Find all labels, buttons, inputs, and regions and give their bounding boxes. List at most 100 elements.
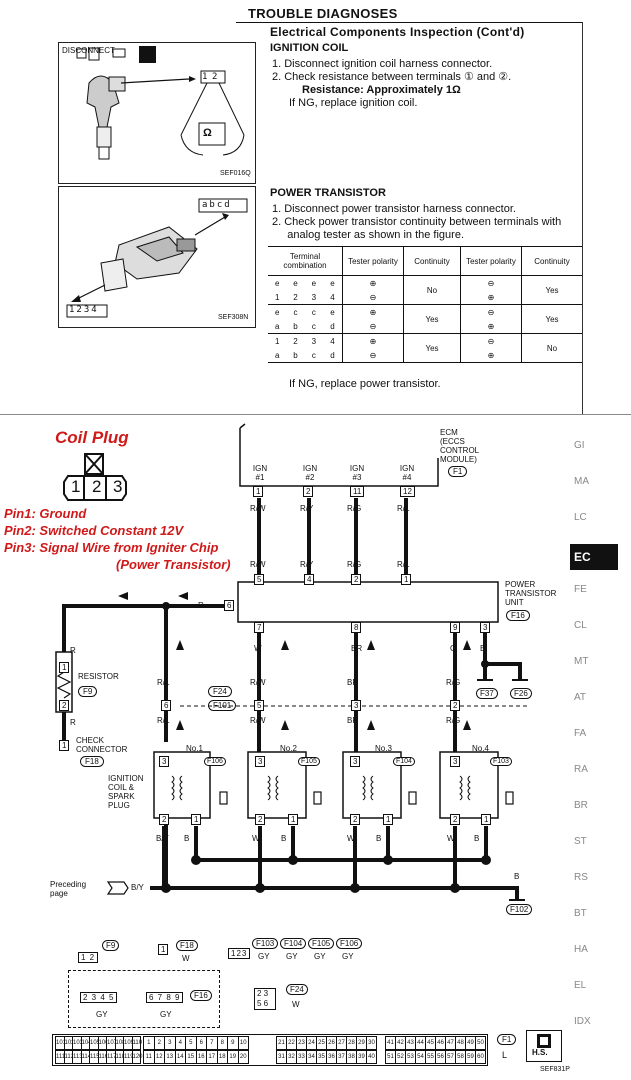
pt-step-2-cont: analog tester as shown in the figure. <box>272 229 465 241</box>
coil-pin-1: 1 <box>191 814 202 825</box>
polarity-2-top: ⊖ <box>460 333 522 348</box>
pt-bottom-pin: 9 <box>450 622 461 633</box>
c-f16-color-a: GY <box>96 1010 108 1019</box>
coil-connector-ref: F105 <box>298 757 320 766</box>
ground-ref-f26: F26 <box>510 688 532 699</box>
side-tab-item[interactable]: MT <box>574 656 589 667</box>
col-header-polarity-2: Tester polarity <box>460 246 522 276</box>
coil-connector-ref: F104 <box>393 757 415 766</box>
c-f16-pins-b: 6 7 8 9 <box>146 992 184 1003</box>
coil-pin-2: 2 <box>350 814 361 825</box>
side-tab-item[interactable]: MA <box>574 476 589 487</box>
side-tab-item[interactable]: AT <box>574 692 587 703</box>
c-coil-color: GY <box>342 952 354 961</box>
continuity-2-cell: Yes <box>545 314 559 324</box>
power-transistor-heading: POWER TRANSISTOR <box>270 187 386 199</box>
coil-pin-2: 2 <box>159 814 170 825</box>
f1-pin: 30 <box>366 1036 377 1050</box>
check-connector-pin: 1 <box>59 740 70 751</box>
joint-in-color: R/G <box>446 678 461 687</box>
terminal-bottom-cell: 4 <box>323 290 344 305</box>
side-tab-item[interactable]: BT <box>574 908 587 919</box>
terminal-top-cell: e <box>323 304 344 319</box>
coil-pin-1: 1 <box>383 814 394 825</box>
ignition-coil-figure <box>58 42 256 184</box>
page-title: TROUBLE DIAGNOSES <box>248 6 398 21</box>
f1-color: L <box>502 1050 508 1060</box>
f1-pin: 50 <box>475 1036 486 1050</box>
polarity-1-bottom: ⊖ <box>342 319 404 334</box>
joint-out-color: R/W <box>250 716 266 725</box>
polarity-1-bottom: ⊖ <box>342 290 404 305</box>
joint-out-color: R/L <box>157 716 170 725</box>
side-tab-item[interactable]: GI <box>574 440 585 451</box>
coil-connector-ref: F103 <box>490 757 512 766</box>
coil-pin-3: 3 <box>450 756 461 767</box>
side-tab-item[interactable]: HA <box>574 944 588 955</box>
pin1-note: Pin1: Ground <box>4 506 87 521</box>
terminal-bottom-cell: 1 <box>274 292 280 302</box>
joint-pin: 5 <box>254 700 265 711</box>
side-tab-item[interactable]: BR <box>574 800 588 811</box>
coil-pin-1: 1 <box>288 814 299 825</box>
joint-pin: 2 <box>450 700 461 711</box>
resistor-wire-color-bottom: R <box>70 718 76 727</box>
coil-pin-3: 3 <box>255 756 266 767</box>
polarity-2-bottom: ⊕ <box>460 319 522 334</box>
joint-connector-ref-b: F101 <box>208 700 237 711</box>
side-tab-item[interactable]: RA <box>574 764 588 775</box>
ecm-pin: 2 <box>303 486 314 497</box>
terminal-bottom-cell: b <box>293 321 298 331</box>
ignition-coil-heading: IGNITION COIL <box>270 42 349 54</box>
ecm-wire-color: R/L <box>397 504 410 513</box>
coil-fig-terminal-1: 1 <box>202 72 208 82</box>
preceding-wire-color: B/Y <box>131 883 144 892</box>
polarity-2-top: ⊖ <box>460 275 522 290</box>
joint-out-color: R/G <box>446 716 461 725</box>
c-coil-color: GY <box>258 952 270 961</box>
polarity-1-bottom: ⊖ <box>342 348 404 363</box>
terminal-bottom-cell: d <box>323 319 344 334</box>
terminal-bottom-cell: c <box>311 350 316 360</box>
side-tab-item[interactable]: LC <box>574 512 587 523</box>
c-f18-ref: F18 <box>176 940 198 951</box>
ecm-wire-color: R/G <box>347 504 362 513</box>
coil-name: No.1 <box>186 744 203 753</box>
c-f18-color: W <box>182 954 190 963</box>
side-tab-item[interactable]: CL <box>574 620 587 631</box>
c-f24-ref: F24 <box>286 984 308 995</box>
ecm-wire-color: R/Y <box>300 504 314 513</box>
check-connector-ref: F18 <box>80 756 104 767</box>
terminal-bottom-cell: 3 <box>311 292 317 302</box>
side-tab-item[interactable]: FA <box>574 728 587 739</box>
resistor-wire-color-top: R <box>70 646 76 655</box>
coil-bottom-color-a: B/Y <box>156 834 169 843</box>
pt-step-1: 1. Disconnect power transistor harness c… <box>272 203 516 215</box>
f1-pin: 60 <box>475 1050 486 1064</box>
terminal-top-cell: c <box>293 307 298 317</box>
disconnect-label: DISCONNECT <box>62 46 115 55</box>
continuity-1-cell: Yes <box>403 304 461 334</box>
side-tab-item[interactable]: EL <box>574 980 587 991</box>
pt-top-pin: 5 <box>254 574 265 585</box>
pt-top-pin: 1 <box>401 574 412 585</box>
side-tab-item[interactable]: IDX <box>574 1016 591 1027</box>
side-tab-item[interactable]: ST <box>574 836 587 847</box>
side-tab-active[interactable]: EC <box>570 544 618 570</box>
f1-pin: 120 <box>131 1050 143 1064</box>
col-header-continuity-1: Continuity <box>403 246 461 276</box>
side-tab-item[interactable]: FE <box>574 584 587 595</box>
continuity-1-cell: Yes <box>403 333 461 363</box>
side-tab-item[interactable]: RS <box>574 872 588 883</box>
pt-fig-terminals-top: abcd <box>202 200 232 210</box>
ign-label: IGN #4 <box>399 464 415 482</box>
resistor-pin-2: 2 <box>59 700 70 711</box>
f1-pin: 10 <box>237 1036 249 1050</box>
polarity-2-bottom: ⊕ <box>460 348 522 363</box>
